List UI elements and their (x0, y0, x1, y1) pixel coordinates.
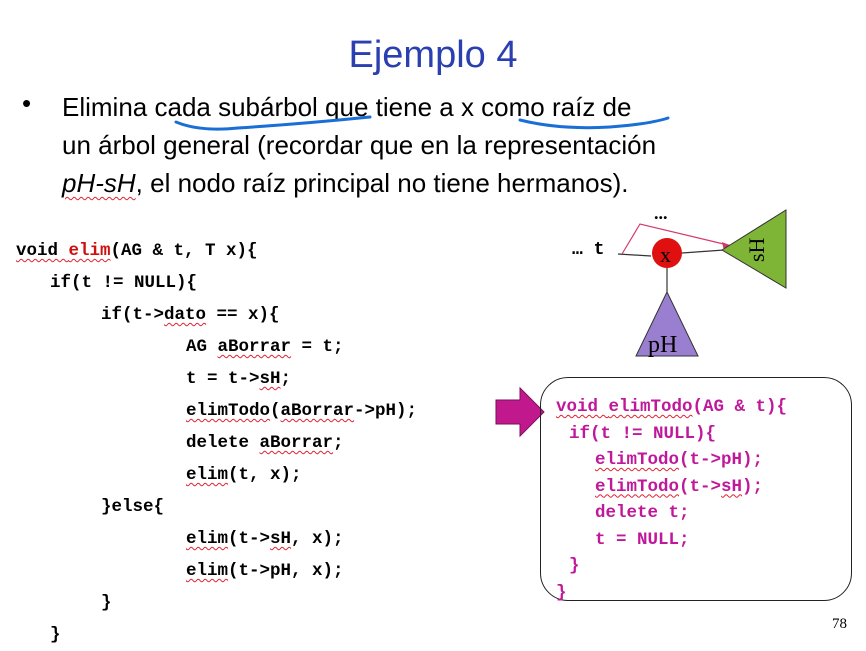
code-token: elimTodo (186, 401, 271, 421)
code-line: } (556, 553, 787, 580)
code-token: AG (186, 337, 218, 357)
code-line: if(t->dato == x){ (16, 299, 417, 331)
code-token: t = t-> (186, 369, 260, 389)
code-token: void (556, 397, 609, 417)
code-token: ; (333, 433, 344, 453)
diagram-node-x-label: x (660, 242, 671, 267)
diagram-dots-left: … t (572, 240, 604, 260)
code-token: if(t != NULL){ (569, 423, 717, 444)
code-token: = t; (291, 337, 344, 357)
code-line: delete t; (556, 500, 787, 527)
code-token: void (16, 241, 69, 261)
code-token: sH (270, 529, 292, 549)
diagram-line-x-sh (681, 249, 725, 254)
code-token: elim (68, 241, 111, 261)
code-token: elimTodo (608, 397, 693, 417)
code-line: elim(t, x); (16, 459, 417, 491)
bullet-text-highlight-x-raiz: x como raíz (460, 92, 596, 122)
code-token: == x){ (206, 305, 280, 325)
code-line: elim(t->pH, x); (16, 555, 417, 587)
blue-underline-subarbol (174, 115, 372, 131)
diagram-node-x (652, 238, 682, 268)
code-token: } (101, 593, 112, 613)
code-token: }else{ (101, 497, 165, 517)
diagram-ph-label: pH (648, 332, 677, 358)
code-elimtodo: void elimTodo(AG & t){if(t != NULL){elim… (556, 394, 787, 606)
code-token: delete t; (595, 503, 690, 523)
code-line: if(t != NULL){ (556, 421, 787, 448)
code-line: void elim(AG & t, T x){ (16, 235, 417, 267)
code-token: ; (280, 369, 292, 389)
diagram-line-t-x (617, 253, 652, 257)
bullet-text-line3: , el nodo raíz principal no tiene herman… (135, 168, 629, 198)
code-token: ->pH); (354, 401, 418, 421)
code-token: , x); (291, 529, 344, 549)
code-line: void elimTodo(AG & t){ (556, 394, 787, 421)
bullet-text-highlight-subarbol: cada subárbol (154, 92, 318, 122)
code-line: t = NULL; (556, 527, 787, 554)
code-token: delete (186, 433, 260, 453)
bullet-text: Elimina cada subárbol que tiene a x como… (62, 88, 782, 202)
code-line: AG aBorrar = t; (16, 331, 417, 363)
code-line: } (16, 587, 417, 619)
code-token: if(t-> (101, 305, 165, 325)
code-token: (t-> (228, 529, 271, 549)
code-line: elim(t->sH, x); (16, 523, 417, 555)
code-token: elim (186, 561, 229, 581)
magenta-arrow (495, 386, 545, 438)
code-line: if(t != NULL){ (16, 267, 417, 299)
code-line: } (16, 619, 417, 651)
bullet-text-phsh: pH-sH (62, 168, 136, 198)
code-token: elim (186, 465, 229, 485)
code-line: elimTodo(t->sH); (556, 474, 787, 501)
code-token: (AG & t, T x){ (110, 241, 258, 261)
code-token: sH (259, 369, 281, 389)
code-token: elim (186, 529, 229, 549)
code-line: elimTodo(aBorrar->pH); (16, 395, 417, 427)
code-line: elimTodo(t->pH); (556, 447, 787, 474)
code-token: (t->pH, x); (228, 561, 344, 581)
code-token: } (556, 582, 567, 603)
code-token: sH (721, 476, 743, 497)
code-token: aBorrar (217, 337, 292, 357)
elimtodo-box (540, 377, 852, 601)
code-token: aBorrar (280, 401, 355, 421)
code-token: aBorrar (259, 433, 334, 453)
code-token: ); (742, 476, 764, 497)
bullet-text-part: Elimina (62, 92, 155, 122)
code-line: delete aBorrar; (16, 427, 417, 459)
code-line: } (556, 580, 787, 607)
code-line: t = t->sH; (16, 363, 417, 395)
page-number: 78 (832, 616, 847, 632)
diagram-sh-label: sH (744, 237, 769, 262)
code-token: (t->pH); (679, 450, 764, 470)
bullet-marker: • (22, 88, 32, 118)
code-token: } (569, 556, 580, 576)
diagram-sh-triangle (721, 209, 787, 289)
bullet-text-part: de (595, 92, 632, 122)
bullet-text-part: que tiene a (317, 92, 461, 122)
code-token: dato (164, 305, 207, 325)
code-token: ( (270, 401, 281, 421)
code-token: (t, x); (228, 465, 302, 485)
code-token: (t-> (679, 476, 722, 497)
bullet-text-line2: un árbol general (recordar que en la rep… (62, 130, 657, 160)
code-token: t = NULL; (595, 529, 690, 550)
diagram-pointer-loop (621, 223, 733, 255)
code-token: elimTodo (595, 476, 680, 497)
code-token: elimTodo (595, 450, 680, 470)
diagram-dots-top: ... (654, 203, 668, 223)
code-token: (AG & t){ (692, 397, 788, 417)
slide-title: Ejemplo 4 (348, 34, 518, 76)
diagram-ph-triangle (635, 290, 699, 357)
code-token: } (50, 625, 61, 645)
blue-underline-x-raiz (518, 116, 670, 130)
code-token: if(t != NULL){ (50, 273, 198, 293)
code-line: }else{ (16, 491, 417, 523)
code-elim: void elim(AG & t, T x){if(t != NULL){if(… (16, 235, 417, 651)
